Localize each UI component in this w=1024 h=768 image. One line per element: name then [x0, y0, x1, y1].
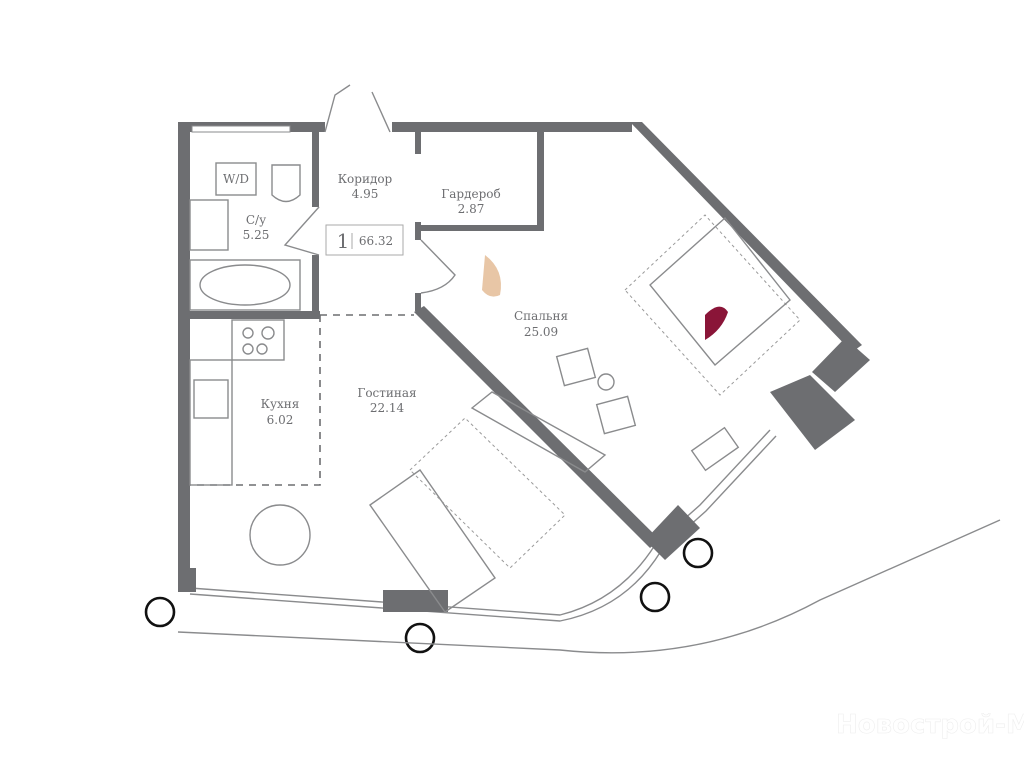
- dining-table: [249, 504, 311, 566]
- kitchen-counter: [189, 359, 233, 486]
- wall-wardrobe-a: [415, 132, 421, 154]
- room-name-wardrobe: Гардероб: [441, 187, 500, 201]
- wall-wardrobe-bottom: [415, 225, 543, 231]
- toilet-icon: [271, 164, 301, 203]
- watermark: Новострой-М: [836, 710, 1024, 740]
- wall-diagonal-outer: [630, 122, 862, 352]
- column-bottom-left: [178, 568, 196, 592]
- burner: [242, 343, 254, 355]
- burner: [242, 327, 254, 339]
- sofa-icon: [369, 469, 496, 613]
- bathtub-icon: [189, 259, 301, 311]
- burner: [256, 343, 268, 355]
- wall-bath-bottom: [312, 255, 319, 315]
- armchair-icon: [555, 347, 597, 387]
- cat-icon: [482, 255, 501, 297]
- room-area-bathroom: 5.25: [243, 228, 270, 242]
- zone-line-kitchen: [190, 315, 321, 486]
- room-name-bedroom: Спальня: [514, 309, 568, 323]
- desk-chair-icon: [690, 426, 740, 472]
- washer-dryer: [215, 162, 257, 196]
- axis-marker: [404, 622, 436, 654]
- entrance-door[interactable]: [324, 84, 391, 133]
- room-area-bedroom: 25.09: [524, 325, 558, 339]
- apartment-badge: [325, 224, 404, 256]
- room-name-living: Гостиная: [357, 386, 416, 400]
- room-name-kitchen: Кухня: [261, 397, 300, 411]
- column-right: [812, 338, 870, 392]
- sink-icon: [189, 199, 229, 251]
- total-area: 66.32: [359, 234, 393, 248]
- kitchen-sink-icon: [193, 379, 229, 419]
- wall-top-right: [392, 122, 632, 132]
- rug: [409, 417, 566, 569]
- window-top: [191, 125, 291, 133]
- column-bottom: [383, 590, 448, 612]
- axis-marker: [639, 581, 671, 613]
- site-boundary: [177, 519, 1001, 654]
- bath-door[interactable]: [283, 206, 320, 256]
- axis-marker: [144, 596, 176, 628]
- bedroom-rug: [624, 214, 801, 396]
- wall-corridor-low: [415, 293, 421, 311]
- wall-bath-top: [312, 132, 319, 207]
- room-area-living: 22.14: [370, 401, 405, 415]
- burner: [261, 326, 275, 340]
- bed-icon: [649, 216, 791, 367]
- rooms-count: 1: [337, 229, 350, 253]
- column-corner: [770, 375, 855, 450]
- room-name-bathroom: С/у: [246, 213, 266, 227]
- axis-marker: [682, 537, 714, 569]
- armchair-icon: [595, 395, 637, 435]
- wall-diagonal-inner: [414, 306, 660, 548]
- person-icon: [705, 306, 728, 340]
- wall-bath-kitchen: [190, 311, 320, 319]
- bedroom-door[interactable]: [420, 239, 456, 294]
- column-middle: [645, 505, 700, 560]
- tv-stand: [470, 391, 607, 473]
- washer-dryer-label: W/D: [223, 172, 249, 186]
- side-table: [597, 373, 615, 391]
- room-area-wardrobe: 2.87: [458, 202, 485, 216]
- room-name-corridor: Коридор: [338, 172, 393, 186]
- room-area-kitchen: 6.02: [267, 413, 294, 427]
- stove-icon: [231, 319, 285, 361]
- wall-wardrobe-right: [537, 132, 544, 231]
- wall-left: [178, 122, 190, 592]
- bathtub-basin: [199, 264, 291, 306]
- room-area-corridor: 4.95: [352, 187, 379, 201]
